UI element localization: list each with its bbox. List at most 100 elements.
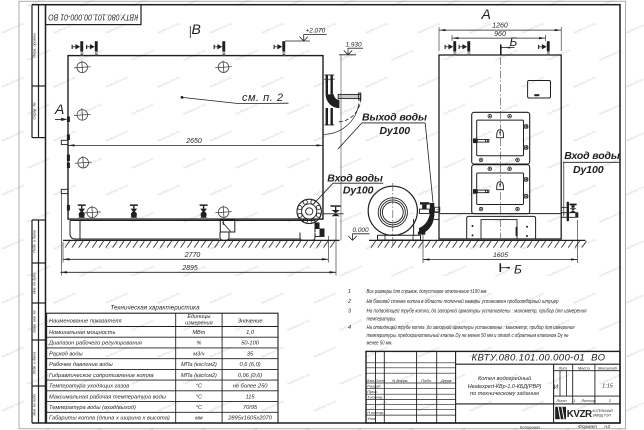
- svg-text:960: 960: [494, 31, 506, 38]
- svg-text:Т.контр.: Т.контр.: [367, 395, 383, 400]
- svg-text:МПа (кгс/см2): МПа (кгс/см2): [181, 362, 217, 368]
- svg-text:Лист: Лист: [555, 398, 567, 403]
- svg-text:КОТЕЛЬНЫЙ: КОТЕЛЬНЫЙ: [593, 409, 614, 413]
- svg-text:35: 35: [247, 351, 254, 357]
- svg-text:Наименование показателя: Наименование показателя: [49, 319, 122, 325]
- svg-text:Heatexpert-КВр-1,0-КБД(РВР): Heatexpert-КВр-1,0-КБД(РВР): [468, 384, 542, 390]
- svg-text:Б: Б: [510, 35, 518, 49]
- svg-text:Перв. примен.: Перв. примен.: [33, 32, 37, 57]
- svg-text:температуры, предохранительный: температуры, предохранительный клапан Dу…: [367, 332, 569, 339]
- svg-text:В: В: [192, 21, 201, 37]
- svg-text:Листов: Листов: [580, 398, 596, 403]
- svg-text:Инв. № дубл.: Инв. № дубл.: [33, 272, 37, 294]
- svg-text:Вход воды: Вход воды: [564, 150, 620, 162]
- svg-text:Выход воды: Выход воды: [362, 112, 427, 124]
- svg-text:1:15: 1:15: [602, 384, 614, 390]
- svg-text:МПа (кгс/см2): МПа (кгс/см2): [181, 373, 217, 379]
- svg-text:Вход воды: Вход воды: [327, 172, 383, 184]
- svg-text:0.000: 0.000: [353, 227, 369, 234]
- svg-text:4: 4: [348, 325, 351, 331]
- svg-text:Утв.: Утв.: [367, 416, 376, 421]
- svg-text:°С: °С: [196, 394, 202, 400]
- svg-text:Значение: Значение: [238, 319, 263, 325]
- svg-text:Лит.: Лит.: [558, 365, 568, 370]
- svg-text:1,0: 1,0: [246, 330, 255, 336]
- svg-text:1260: 1260: [492, 23, 508, 30]
- svg-text:Разраб.: Разраб.: [367, 384, 381, 389]
- svg-text:температуры.: температуры.: [367, 316, 397, 322]
- svg-text:Котел водогрейный: Котел водогрейный: [478, 375, 531, 382]
- svg-text:измерения: измерения: [185, 320, 213, 326]
- svg-text:Расход воды: Расход воды: [49, 351, 83, 357]
- svg-text:м3/ч: м3/ч: [193, 351, 204, 357]
- svg-text:Лист: Лист: [374, 378, 386, 383]
- svg-text:МВт: МВт: [192, 330, 205, 336]
- svg-text:А: А: [54, 101, 64, 117]
- svg-text:Взам. инв. №: Взам. инв. №: [33, 310, 37, 332]
- svg-text:Dу100: Dу100: [380, 125, 411, 137]
- svg-text:Гидравлическое сопротивление к: Гидравлическое сопротивление котла: [49, 373, 154, 379]
- svg-text:2895: 2895: [181, 265, 198, 272]
- svg-text:KVZR: KVZR: [567, 409, 592, 420]
- svg-text:Подп. и дата: Подп. и дата: [33, 352, 37, 375]
- svg-text:Максимальная рабочая температу: Максимальная рабочая температура воды: [49, 394, 167, 400]
- svg-text:Техническая характеристика: Техническая характеристика: [110, 305, 200, 312]
- svg-text:Н.контр.: Н.контр.: [367, 410, 384, 415]
- svg-text:Dу100: Dу100: [343, 184, 374, 196]
- svg-text:Формат: Формат: [578, 424, 597, 430]
- svg-text:На боковой стенке котла в обла: На боковой стенке котла в области топочн…: [367, 298, 559, 305]
- svg-text:КВТУ.080.101.00.000-01 ВО: КВТУ.080.101.00.000-01 ВО: [472, 353, 606, 364]
- svg-text:менее 50 мм.: менее 50 мм.: [367, 341, 393, 347]
- svg-text:3: 3: [348, 309, 351, 315]
- svg-text:ЗАВОД РЭП: ЗАВОД РЭП: [593, 414, 612, 418]
- svg-text:Изм.: Изм.: [366, 378, 375, 383]
- svg-text:Dу100: Dу100: [573, 164, 604, 176]
- svg-text:115: 115: [246, 394, 256, 400]
- svg-text:На отводящей трубе котла ,до з: На отводящей трубе котла ,до запорной ар…: [367, 324, 575, 331]
- svg-text:И: И: [554, 384, 559, 391]
- svg-text:Пров.: Пров.: [367, 389, 378, 394]
- svg-text:А: А: [481, 6, 491, 22]
- svg-text:Температура воды (вход/выход): Температура воды (вход/выход): [49, 405, 136, 411]
- svg-text:50-100: 50-100: [241, 341, 260, 347]
- svg-text:КВТУ.080.101.00.000-01 ВО: КВТУ.080.101.00.000-01 ВО: [48, 12, 138, 21]
- svg-text:0,6 (6,0): 0,6 (6,0): [239, 362, 260, 368]
- svg-text:мм: мм: [195, 416, 203, 422]
- svg-text:Подп.: Подп.: [421, 378, 432, 383]
- svg-text:Единицы: Единицы: [187, 314, 210, 320]
- svg-text:2895х1605х2070: 2895х1605х2070: [227, 416, 272, 422]
- svg-text:Температура уходящих газов: Температура уходящих газов: [49, 384, 129, 390]
- svg-text:Масштаб: Масштаб: [598, 365, 617, 370]
- svg-text:не более 250: не более 250: [233, 384, 269, 390]
- svg-text:Копировал: Копировал: [520, 425, 541, 430]
- svg-text:Габариты котла (длина х ширина: Габариты котла (длина х ширина х высота): [49, 416, 170, 422]
- svg-text:N докум.: N докум.: [392, 378, 408, 383]
- svg-text:А3: А3: [603, 424, 610, 430]
- svg-text:На подводящей трубе котла, д: На подводящей трубе котла, до запорной а…: [367, 308, 587, 315]
- svg-text:2770: 2770: [184, 252, 201, 259]
- svg-text:1: 1: [348, 289, 351, 295]
- svg-text:1605: 1605: [493, 252, 508, 259]
- svg-text:по техническому заданию: по техническому заданию: [470, 391, 540, 397]
- svg-text:70/95: 70/95: [243, 405, 258, 411]
- svg-text:Диапазон рабочего регулировани: Диапазон рабочего регулирования: [48, 341, 142, 347]
- svg-text:1.930: 1.930: [346, 41, 362, 48]
- svg-text:см. п. 2: см. п. 2: [242, 92, 283, 104]
- svg-text:Все размеры для справок, допус: Все размеры для справок, допустимое откл…: [367, 289, 488, 295]
- svg-text:+2.070: +2.070: [306, 28, 326, 35]
- svg-text:1: 1: [573, 398, 575, 403]
- svg-text:Справ. №: Справ. №: [33, 102, 37, 119]
- svg-text:2: 2: [608, 398, 612, 403]
- svg-text:°С: °С: [196, 384, 202, 390]
- svg-text:Номинальная мощность: Номинальная мощность: [49, 330, 115, 336]
- svg-text:Подп. и дата: Подп. и дата: [33, 230, 37, 253]
- svg-text:Инв. № подл.: Инв. № подл.: [33, 393, 37, 415]
- svg-text:%: %: [196, 341, 201, 347]
- svg-text:Масса: Масса: [578, 365, 591, 370]
- svg-text:0,06 (0,6): 0,06 (0,6): [238, 373, 262, 379]
- svg-text:2650: 2650: [185, 138, 202, 145]
- svg-text:Рабочее давление воды: Рабочее давление воды: [49, 362, 114, 368]
- svg-text:Дата: Дата: [440, 378, 452, 383]
- svg-text:2: 2: [347, 299, 351, 305]
- svg-text:Б: Б: [514, 263, 522, 277]
